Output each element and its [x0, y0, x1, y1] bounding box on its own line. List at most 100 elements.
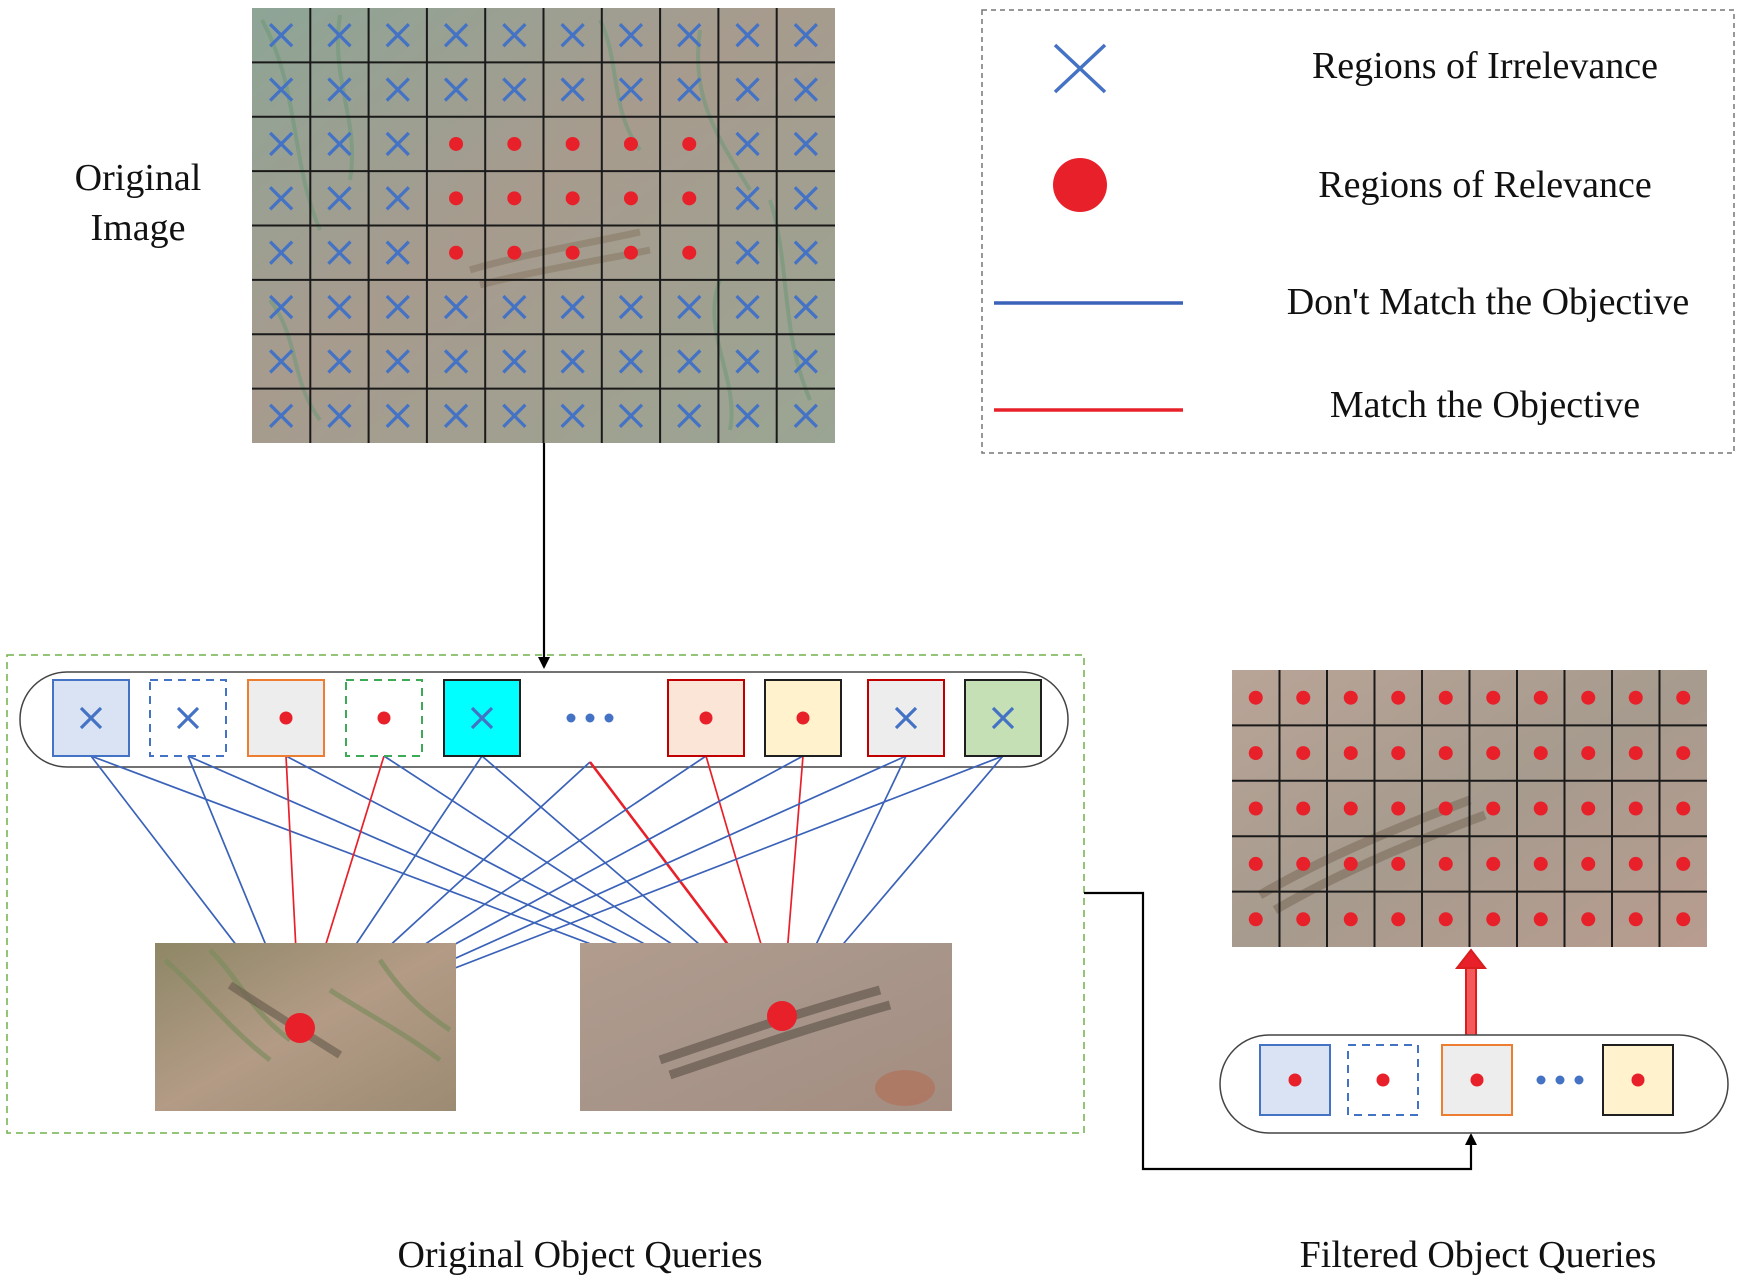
cross-icon [470, 706, 494, 730]
irrelevant-region-cross [560, 23, 585, 48]
original-query-box-5 [443, 679, 521, 757]
irrelevant-region-cross [269, 294, 294, 320]
relevant-region-dot [1581, 746, 1596, 761]
irrelevant-region-cross [385, 23, 410, 48]
legend-match-label: Match the Objective [1330, 384, 1640, 426]
irrelevant-region-cross [560, 403, 585, 428]
filtered-query-box-3 [1441, 1044, 1513, 1116]
relevant-region-dot [1391, 746, 1406, 761]
irrelevant-region-cross [793, 186, 818, 211]
relevant-region-dot [565, 136, 580, 151]
relevant-region-dot [1676, 801, 1691, 816]
relevant-region-dot [1581, 856, 1596, 871]
relevant-region-dot [449, 136, 464, 151]
irrelevant-region-cross [677, 403, 702, 428]
irrelevant-region-cross [560, 349, 585, 374]
original-image-label: Original Image [75, 157, 202, 249]
irrelevant-region-cross [443, 23, 469, 48]
relevant-region-dot [565, 191, 580, 206]
original-query-boxes [52, 679, 1042, 757]
relevant-region-dot [1676, 690, 1691, 705]
relevant-region-dot [1438, 912, 1453, 927]
original-query-box-8 [764, 679, 842, 757]
irrelevant-region-cross [502, 23, 527, 48]
relevant-region-dot [449, 245, 464, 260]
relevant-region-dot [1248, 801, 1263, 816]
irrelevant-region-cross [502, 349, 527, 374]
irrelevant-region-cross [269, 349, 294, 374]
relevant-region-dot [1486, 801, 1501, 816]
filtered-query-box-1 [1259, 1044, 1331, 1116]
dot-icon [796, 711, 810, 725]
relevant-region-dot [565, 245, 580, 260]
relevant-region-dot [1533, 746, 1548, 761]
relevant-region-dot [1533, 690, 1548, 705]
relevant-region-dot [1486, 856, 1501, 871]
dot-icon [699, 711, 713, 725]
relevant-region-dot [1343, 801, 1358, 816]
irrelevant-region-cross [560, 77, 585, 102]
dot-icon [377, 711, 391, 725]
relevant-region-dot [1486, 912, 1501, 927]
relevant-region-dot [1628, 801, 1643, 816]
irrelevant-region-cross [793, 131, 818, 157]
irrelevant-region-cross [385, 240, 410, 265]
irrelevant-region-cross [385, 349, 410, 374]
irrelevant-region-cross [677, 77, 702, 102]
ellipsis-icon [1536, 1075, 1584, 1085]
relevant-region-dot [623, 136, 638, 151]
irrelevant-region-cross [677, 349, 702, 374]
legend-irrelevance-icon [1053, 43, 1107, 94]
relevant-region-dot [1581, 912, 1596, 927]
group-to-filtered-arrow [1084, 891, 1477, 1171]
irrelevant-region-cross [793, 240, 818, 265]
irrelevant-region-cross [618, 403, 644, 428]
relevant-region-dot [682, 245, 697, 260]
relevant-region-dot [1438, 690, 1453, 705]
relevant-region-dot [1486, 746, 1501, 761]
irrelevant-region-cross [793, 23, 818, 48]
irrelevant-region-cross [443, 294, 469, 320]
irrelevant-region-cross [269, 240, 294, 265]
filtered-query-box-5 [1602, 1044, 1674, 1116]
filtered-to-grid-arrow [1454, 948, 1488, 1041]
target-point-2 [767, 1001, 797, 1031]
original-image-label-line1: Original [75, 157, 202, 199]
relevant-region-dot [623, 191, 638, 206]
relevant-region-dot [1296, 801, 1311, 816]
original-image-label-line2: Image [91, 207, 186, 249]
irrelevant-region-cross [735, 23, 760, 48]
relevant-region-dot [1296, 912, 1311, 927]
irrelevant-region-cross [735, 186, 760, 211]
filtered-queries-caption: Filtered Object Queries [1300, 1234, 1657, 1276]
relevant-region-dot [1391, 690, 1406, 705]
original-queries-group-border [6, 654, 1085, 1134]
dot-icon [1470, 1073, 1484, 1087]
relevant-region-dot [1296, 746, 1311, 761]
irrelevant-region-cross [385, 77, 410, 102]
original-queries-group [6, 654, 1085, 1134]
original-queries-caption: Original Object Queries [397, 1234, 762, 1276]
irrelevant-region-cross [443, 77, 469, 102]
relevant-region-dot [507, 136, 522, 151]
irrelevant-region-cross [735, 403, 760, 428]
filtered-grid-lines [1232, 670, 1707, 947]
relevant-region-dot [1628, 912, 1643, 927]
legend-relevance-icon [1053, 158, 1107, 212]
relevant-region-dot [507, 245, 522, 260]
relevant-region-dot [1438, 801, 1453, 816]
relevant-region-dot [1296, 856, 1311, 871]
relevant-region-dot [507, 191, 522, 206]
irrelevant-region-cross [618, 77, 644, 102]
irrelevant-region-cross [443, 349, 469, 374]
relevant-region-dot [682, 191, 697, 206]
irrelevant-region-cross [793, 349, 818, 374]
irrelevant-region-cross [618, 349, 644, 374]
irrelevant-region-cross [793, 77, 818, 102]
irrelevant-region-cross [502, 294, 527, 320]
relevant-region-dot [1438, 856, 1453, 871]
irrelevant-region-cross [502, 403, 527, 428]
irrelevant-region-cross [618, 23, 644, 48]
irrelevant-region-cross [385, 294, 410, 320]
